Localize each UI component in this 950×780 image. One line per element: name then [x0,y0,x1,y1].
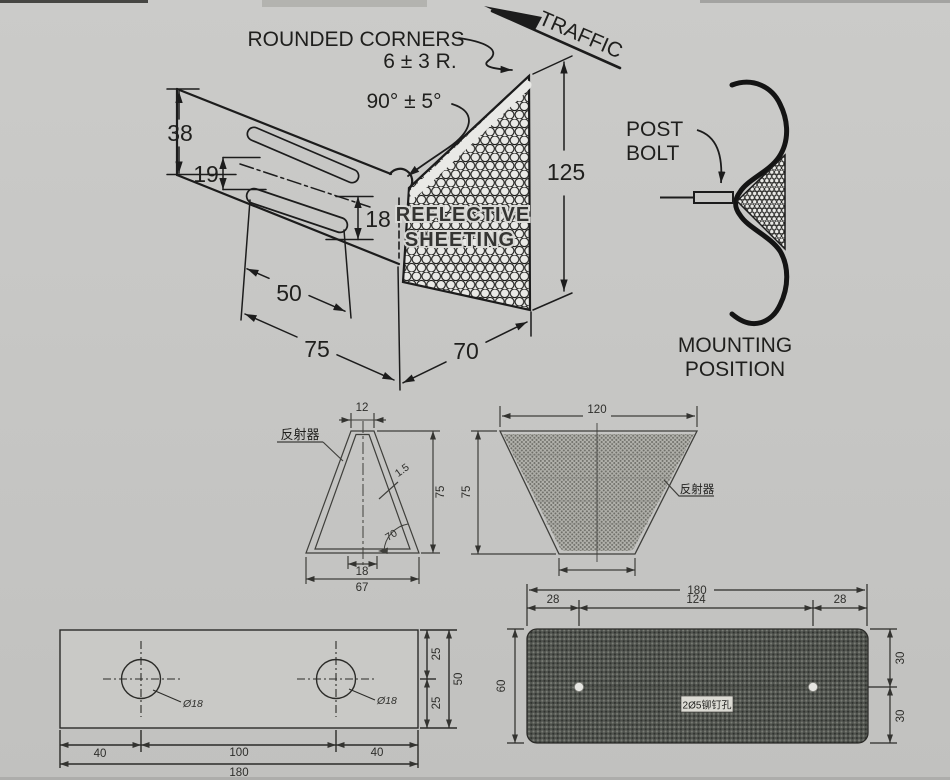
isometric-view: 38 19 18 50 75 [166,6,626,391]
rounded-corners-note-line1: ROUNDED CORNERS [247,28,464,51]
plate-dim-seg-mid-label: 100 [229,747,248,759]
trapezoid-view [471,406,714,576]
dim-19-label: 19 [193,161,219,187]
post-bolt [693,191,734,204]
trap-dim-height-label: 75 [461,486,473,499]
mounting-view: POST BOLT MOUNTING POSITION [626,79,792,381]
dim-50 [240,199,352,321]
plate-dim-total-label: 180 [229,767,248,779]
arm-top-edge [175,87,393,176]
pad-rivet-hole-left [574,682,584,692]
pad-dim-lower-label: 30 [895,710,907,723]
reflector-side-view [735,153,786,251]
arm-bottom-edge [175,173,401,266]
post-bolt-leader [696,129,726,184]
plate-dim-upper-label: 25 [431,648,443,661]
trap-reflector-label: 反射器 [680,482,715,496]
plate-hole1-label: Ø18 [182,698,203,710]
traffic-arrowhead-icon [484,6,542,30]
tri-dim-top-label: 12 [356,402,369,414]
dim-70 [402,311,532,384]
post-bolt-label-line1: POST [626,118,683,141]
hole-centerlines [103,641,374,717]
triangle-view [277,413,440,584]
trap-dim-top-label: 120 [587,404,606,416]
plate-view [59,629,457,768]
post-bolt-label-line2: BOLT [626,142,679,165]
tri-reflector-label: 反射器 [280,427,319,442]
plate-dim-lower-label: 25 [431,697,443,710]
tri-dim-base-label: 67 [356,582,369,594]
dim-19 [219,156,267,191]
dim-75-label: 75 [304,336,330,362]
pad-outline [526,628,869,744]
plate-dim-seg-left-label: 40 [94,748,107,760]
bend-radius [388,167,414,190]
guardrail-beam-profile [729,79,790,326]
dim-70-label: 70 [453,338,479,364]
rounded-corners-note-line2: 6 ± 3 R. [383,50,456,73]
bend-angle-note: 90° ± 5° [366,90,441,113]
sheeting-label-line1: REFLECTIVE [396,204,530,226]
plate-dim-seg-right-label: 40 [371,747,384,759]
traffic-arrow [484,6,622,70]
dim-18 [325,195,374,241]
pad-note-label: 2Ø5铆钉孔 [683,699,732,712]
panel-top-margin [409,80,532,198]
tri-dim-inner-base-label: 18 [356,566,369,578]
trapezoid-outline [498,430,699,555]
dim-38-label: 38 [167,120,193,146]
dim-50-label: 50 [276,280,302,306]
mounting-caption-line2: POSITION [685,358,785,381]
pad-dim-right-label: 28 [834,594,847,606]
dim-125 [532,55,573,311]
plate-hole2-label: Ø18 [376,695,397,707]
pad-dim-total-label: 180 [687,585,706,597]
triangle-inner-wall [314,433,411,550]
dim-75 [244,266,401,391]
rounded-corners-leader [458,37,513,74]
bend-angle-leader [407,103,470,177]
mounting-caption-line1: MOUNTING [678,334,792,357]
tri-dim-height-label: 75 [435,486,447,499]
bracket-arm [175,87,414,266]
dim-125-label: 125 [547,159,585,185]
tri-dim-angle-label: 70 [383,527,399,543]
plate-dim-height-label: 50 [453,673,465,686]
pad-dim-left-label: 28 [547,594,560,606]
pad-dim-height-label: 60 [496,680,508,693]
pad-rivet-hole-right [808,682,818,692]
slot-centerline [239,163,371,208]
triangle-outline [305,430,420,554]
trapezoid-reflective-fill [503,434,694,551]
pad-dim-upper-label: 30 [895,652,907,665]
pad-view [507,584,897,744]
dim-18-label: 18 [365,206,391,232]
sheeting-label-line2: SHEETING [405,229,515,251]
panel-top-edge [407,74,531,190]
pad-note-box [680,695,734,713]
mounting-slots [239,126,371,234]
pad-dim-mid-label: 124 [686,594,706,606]
